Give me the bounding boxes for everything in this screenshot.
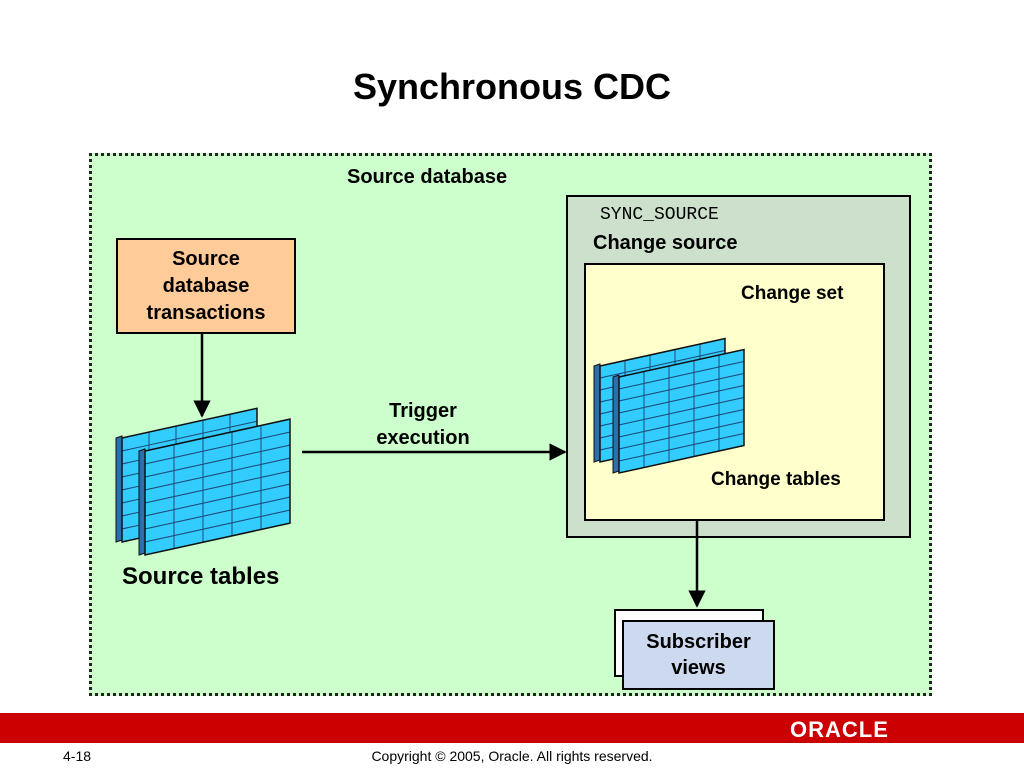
trigger-execution-label: Trigger execution (376, 400, 470, 449)
source-tables-icon (115, 407, 291, 556)
change-source-name: SYNC_SOURCE (600, 205, 719, 225)
change-set-label: Change set (741, 283, 844, 304)
change-tables-label: Change tables (711, 469, 841, 490)
page-number: 4-18 (63, 748, 92, 764)
change-source-label: Change source (593, 232, 738, 254)
source-database-label: Source database (347, 166, 508, 188)
source-tables-label: Source tables (122, 563, 280, 590)
slide-title: Synchronous CDC (352, 66, 672, 107)
footer-red-bar (0, 713, 1024, 743)
source-transactions-box: Source database transactions (116, 238, 296, 334)
oracle-logo: ORACLE (790, 717, 889, 742)
change-tables-icon (593, 337, 745, 474)
copyright-notice: Copyright © 2005, Oracle. All rights res… (371, 748, 653, 764)
subscriber-views-box: Subscriber views (622, 620, 775, 690)
